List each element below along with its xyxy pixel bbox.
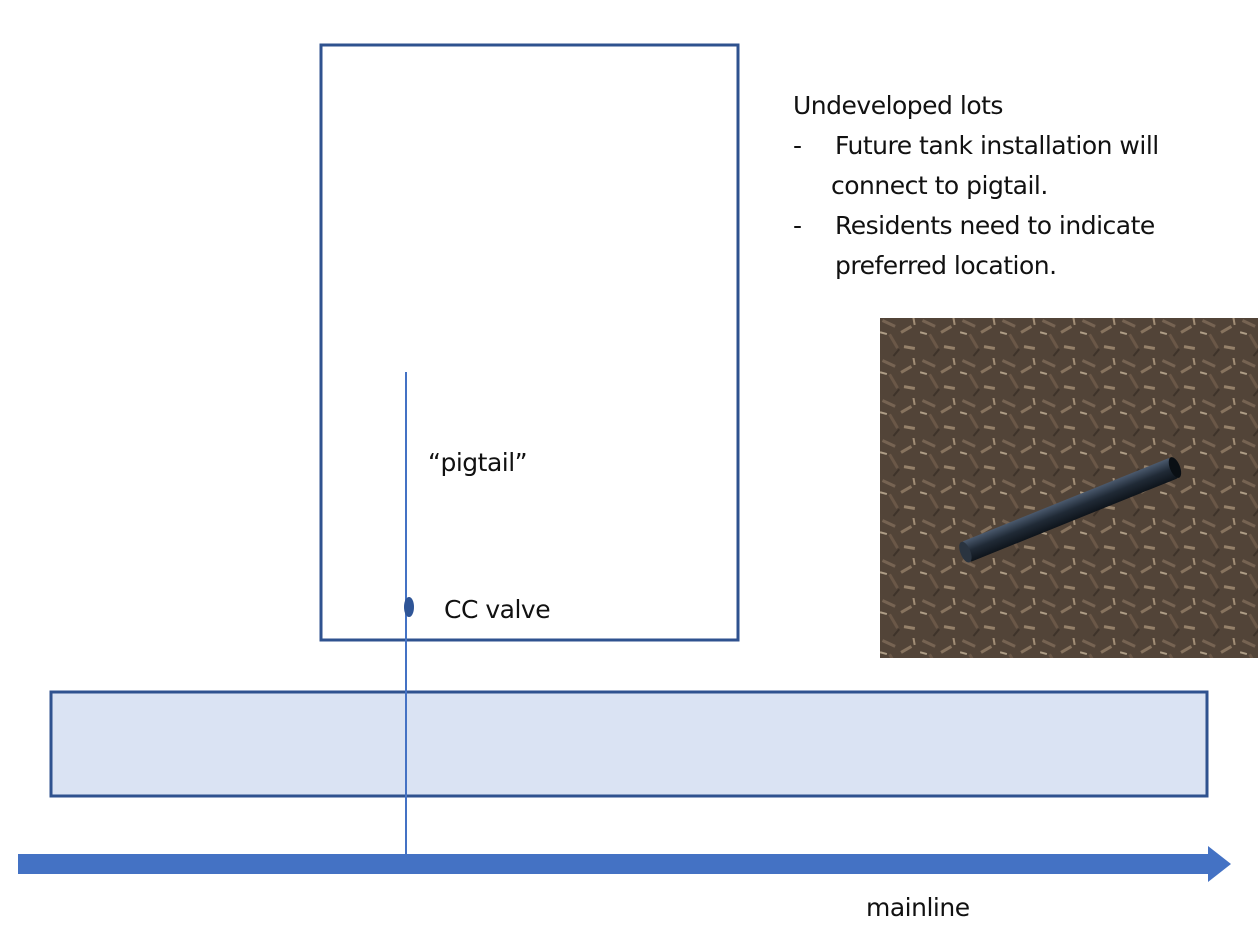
- note-bullet-1: - Future tank installation will: [793, 126, 1233, 166]
- bullet-dash: -: [793, 211, 802, 240]
- pigtail-label: “pigtail”: [428, 448, 528, 477]
- bullet-1-line-2: connect to pigtail.: [831, 171, 1048, 200]
- street-band: [49, 690, 1209, 798]
- cc-valve-label: CC valve: [444, 595, 551, 624]
- note-heading: Undeveloped lots: [793, 91, 1003, 120]
- lot-outline: [319, 43, 740, 642]
- undeveloped-lots-note: Undeveloped lots - Future tank installat…: [793, 86, 1233, 286]
- bullet-dash: -: [793, 131, 802, 160]
- mainline-label: mainline: [866, 893, 970, 922]
- bullet-2-line-2: preferred location.: [835, 251, 1057, 280]
- pigtail-photo: [880, 318, 1258, 658]
- bullet-1-line-1: Future tank installation will: [835, 131, 1159, 160]
- note-bullet-2: - Residents need to indicate: [793, 206, 1233, 246]
- bullet-2-line-1: Residents need to indicate: [835, 211, 1155, 240]
- cc-valve-dot: [404, 597, 414, 617]
- pipe-icon: [959, 457, 1182, 563]
- mainline-arrow: [18, 846, 1231, 882]
